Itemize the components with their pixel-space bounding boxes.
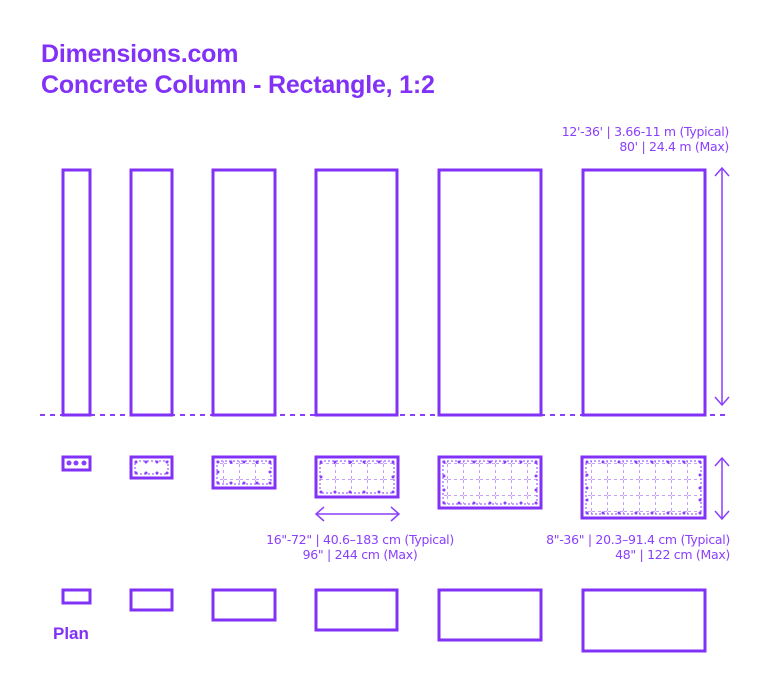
plan-column-1 <box>61 588 92 605</box>
diagram-title: Dimensions.com Concrete Column - Rectang… <box>41 39 435 101</box>
depth-typical: 8"-36" | 20.3–91.4 cm (Typical) <box>546 532 730 547</box>
depth-arrow-icon <box>714 456 730 521</box>
plan-column-2 <box>129 588 174 612</box>
width-arrow-icon <box>314 506 401 522</box>
section-column-6 <box>580 455 707 520</box>
plan-column-6 <box>581 588 707 653</box>
plan-view-label: Plan <box>53 624 89 643</box>
section-view <box>61 455 707 520</box>
section-column-2 <box>129 455 174 480</box>
elevation-column-2 <box>129 168 174 417</box>
elevation-column-5 <box>437 168 543 417</box>
site-name: Dimensions.com <box>41 40 239 68</box>
plan-column-4 <box>314 588 399 632</box>
plan-column-5 <box>437 588 543 642</box>
plan-column-3 <box>211 588 277 622</box>
depth-dimension-label: 8"-36" | 20.3–91.4 cm (Typical) 48" | 12… <box>546 532 730 562</box>
elevation-column-6 <box>581 168 707 417</box>
section-column-3 <box>211 455 277 490</box>
elevation-column-4 <box>314 168 399 417</box>
width-typical: 16"-72" | 40.6–183 cm (Typical) <box>266 532 454 547</box>
section-column-4 <box>314 455 400 499</box>
height-arrow-icon <box>714 166 730 407</box>
page-title: Concrete Column - Rectangle, 1:2 <box>41 71 435 99</box>
height-max: 80' | 24.4 m (Max) <box>619 139 729 154</box>
plan-view <box>61 588 707 653</box>
elevation-view <box>61 168 707 417</box>
height-typical: 12'-36' | 3.66-11 m (Typical) <box>561 124 730 139</box>
width-dimension-label: 16"-72" | 40.6–183 cm (Typical) 96" | 24… <box>260 532 460 562</box>
depth-max: 48" | 122 cm (Max) <box>615 547 730 562</box>
height-dimension-label: 12'-36' | 3.66-11 m (Typical) 80' | 24.4… <box>561 124 730 154</box>
width-max: 96" | 244 cm (Max) <box>302 547 418 562</box>
elevation-column-3 <box>211 168 277 417</box>
section-column-1 <box>61 455 92 472</box>
elevation-column-1 <box>61 168 92 417</box>
section-column-5 <box>437 455 543 510</box>
